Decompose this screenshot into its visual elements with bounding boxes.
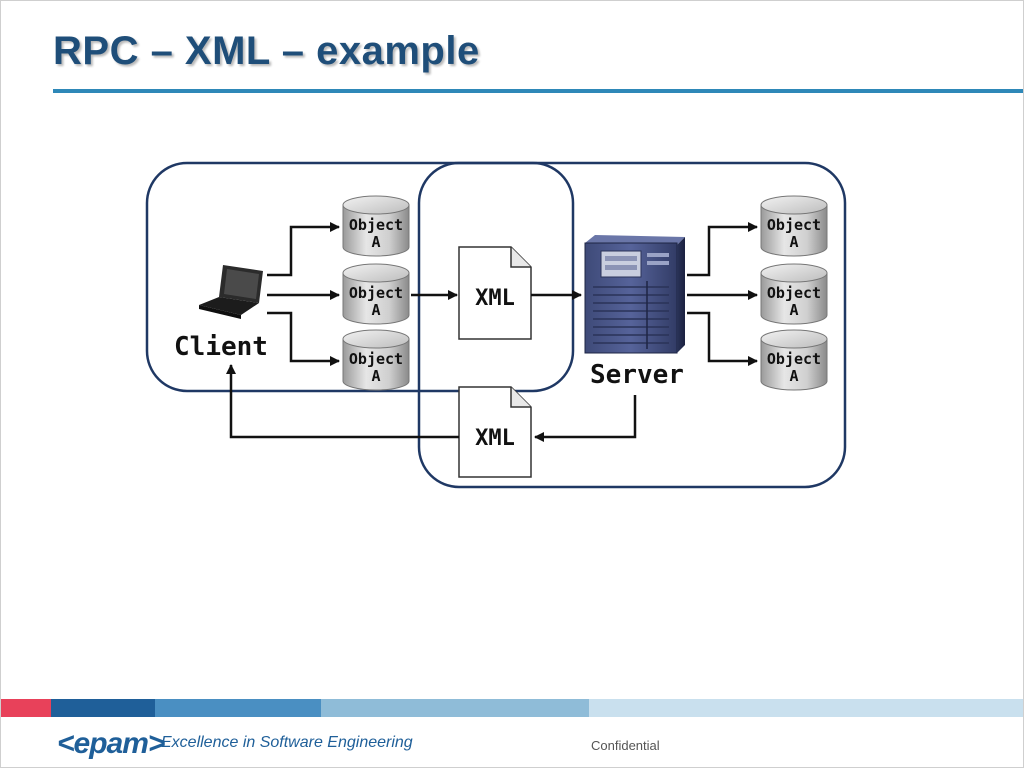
server-object-2: Object A — [760, 263, 828, 325]
object-label: A — [371, 301, 380, 319]
slide-title: RPC – XML – example — [53, 29, 480, 73]
server-region — [417, 161, 847, 489]
server-object-1: Object A — [760, 195, 828, 257]
object-label: A — [789, 233, 798, 251]
object-label: A — [371, 367, 380, 385]
object-label: Object — [767, 350, 821, 368]
laptop-icon — [199, 265, 263, 319]
confidential-label: Confidential — [591, 738, 660, 753]
client-object-1: Object A — [342, 195, 410, 257]
client-region — [145, 161, 575, 393]
footer-tagline: Excellence in Software Engineering — [161, 734, 413, 751]
title-underline — [53, 89, 1023, 93]
strip-segment — [155, 699, 321, 717]
client-object-2: Object A — [342, 263, 410, 325]
client-object-connectors — [267, 222, 340, 366]
object-label: Object — [767, 284, 821, 302]
object-label: Object — [349, 284, 403, 302]
response-arrow-to-client — [226, 364, 459, 439]
strip-segment — [1, 699, 51, 717]
object-label: Object — [349, 216, 403, 234]
server-object-connectors — [687, 222, 758, 366]
server-tower-icon — [584, 235, 685, 354]
object-label: A — [789, 367, 798, 385]
response-arrow-to-xml — [534, 395, 637, 442]
server-object-3: Object A — [760, 329, 828, 391]
object-label: Object — [349, 350, 403, 368]
epam-logo: <epam> — [57, 727, 165, 760]
server-label: Server — [590, 360, 684, 390]
response-xml-label: XML — [475, 426, 515, 451]
client-label: Client — [174, 332, 268, 362]
object-label: A — [371, 233, 380, 251]
strip-segment — [589, 699, 1023, 717]
object-label: Object — [767, 216, 821, 234]
footer-color-strip — [1, 699, 1023, 717]
object-label: A — [789, 301, 798, 319]
client-object-3: Object A — [342, 329, 410, 391]
request-xml-document: XML — [458, 246, 532, 340]
strip-segment — [51, 699, 155, 717]
response-xml-document: XML — [458, 386, 532, 478]
request-xml-label: XML — [475, 286, 515, 311]
rpc-diagram: Client Object A Object A Object A — [145, 161, 847, 489]
strip-segment — [321, 699, 589, 717]
